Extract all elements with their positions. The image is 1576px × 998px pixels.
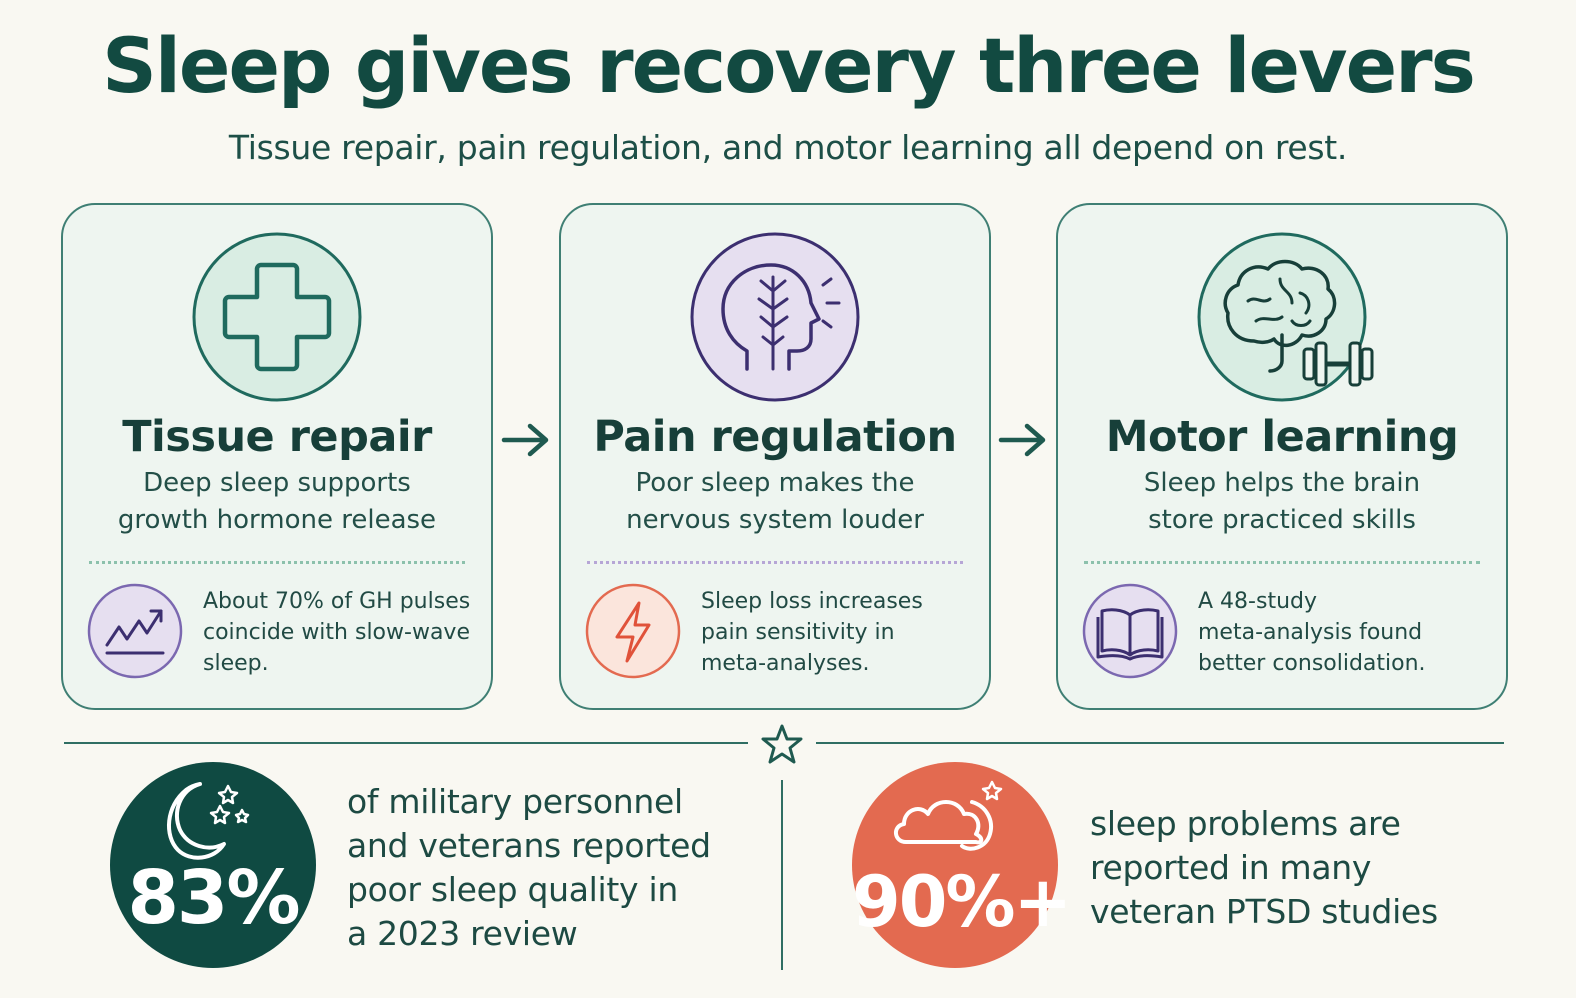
stat-caption-line: veteran PTSD studies [1090, 892, 1438, 931]
stat-caption-line: of military personnel [347, 782, 683, 821]
arrow-right-icon [500, 420, 552, 460]
cloud-moon-icon [852, 762, 1058, 968]
card-title: Pain regulation [593, 412, 957, 462]
stat-circle-military: 83% [110, 762, 316, 968]
card-stat-line: coincide with slow-wave [203, 620, 470, 645]
page-subtitle: Tissue repair, pain regulation, and moto… [228, 128, 1348, 167]
card-title: Motor learning [1105, 412, 1459, 462]
card-stat-line: meta-analyses. [701, 651, 870, 676]
card-description: Deep sleep supports growth hormone relea… [63, 465, 491, 539]
stat-divider [781, 780, 783, 970]
stat-caption-line: reported in many [1090, 848, 1372, 887]
card-description: Poor sleep makes the nervous system loud… [561, 465, 989, 539]
head-nerves-icon [689, 231, 861, 403]
card-stat-line: pain sensitivity in [701, 620, 895, 645]
card-stat-line: A 48-study [1198, 589, 1317, 614]
card-motor-learning: Motor learning Sleep helps the brain sto… [1056, 203, 1508, 710]
page-title: Sleep gives recovery three levers [102, 21, 1476, 110]
card-stat-line: sleep. [203, 651, 269, 676]
dotted-divider [1084, 561, 1480, 564]
star-icon [760, 722, 804, 766]
section-divider-left [64, 742, 748, 744]
stat-caption: sleep problems are reported in many vete… [1090, 802, 1438, 934]
medical-cross-icon [191, 231, 363, 403]
stat-value: 83% [127, 855, 300, 941]
card-stat-line: meta-analysis found [1198, 620, 1423, 645]
card-description-line: nervous system louder [626, 505, 924, 535]
card-description-line: Poor sleep makes the [635, 468, 915, 498]
card-stat-text: A 48-study meta-analysis found better co… [1198, 586, 1492, 679]
card-description-line: Sleep helps the brain [1143, 468, 1421, 498]
card-stat-line: About 70% of GH pulses [203, 589, 471, 614]
dotted-divider [89, 561, 465, 564]
card-stat-line: Sleep loss increases [701, 589, 923, 614]
lightning-bolt-icon [585, 581, 681, 681]
open-book-icon [1082, 581, 1178, 681]
arrow-right-icon [997, 420, 1049, 460]
card-stat-text: About 70% of GH pulses coincide with slo… [203, 586, 477, 679]
card-pain-regulation: Pain regulation Poor sleep makes the ner… [559, 203, 991, 710]
card-stat-text: Sleep loss increases pain sensitivity in… [701, 586, 975, 679]
dotted-divider [587, 561, 963, 564]
card-description-line: growth hormone release [117, 505, 437, 535]
card-stat-line: better consolidation. [1198, 651, 1426, 676]
card-title: Tissue repair [122, 412, 432, 462]
card-tissue-repair: Tissue repair Deep sleep supports growth… [61, 203, 493, 710]
stat-caption-line: and veterans reported [347, 826, 711, 865]
stat-caption-line: a 2023 review [347, 914, 578, 953]
stat-caption-line: sleep problems are [1090, 804, 1401, 843]
card-description-line: store practiced skills [1148, 505, 1416, 535]
trend-up-chart-icon [87, 581, 183, 681]
brain-dumbbell-icon [1196, 231, 1374, 403]
stat-caption: of military personnel and veterans repor… [347, 780, 711, 956]
stat-value: 90%+ [852, 861, 1072, 943]
stat-circle-ptsd: 90%+ [852, 762, 1072, 968]
moon-stars-icon [110, 762, 316, 968]
section-divider-right [816, 742, 1504, 744]
stat-caption-line: poor sleep quality in [347, 870, 678, 909]
card-description: Sleep helps the brain store practiced sk… [1058, 465, 1506, 539]
card-description-line: Deep sleep supports [143, 468, 411, 498]
